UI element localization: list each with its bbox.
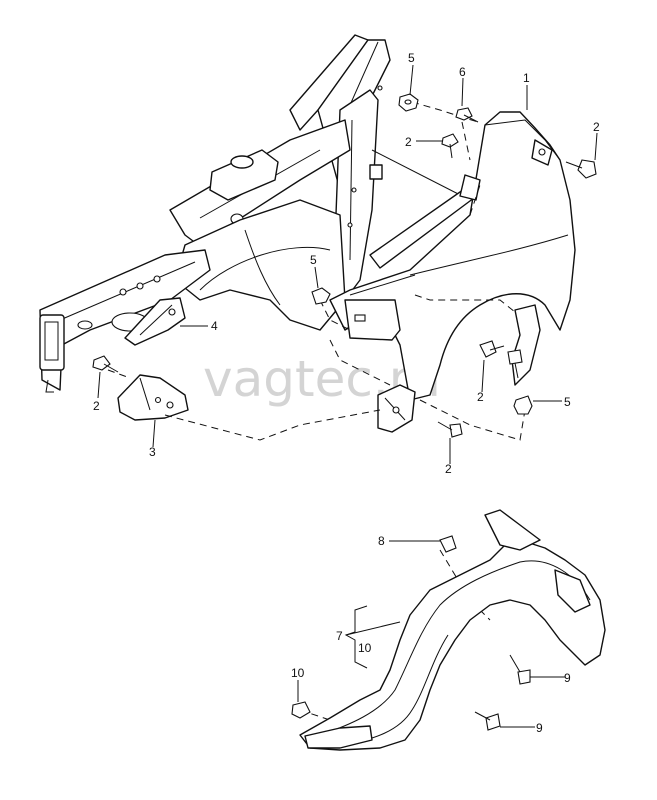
callout-5: 5: [310, 253, 317, 267]
callout-7: 7: [336, 629, 343, 643]
callout-3: 3: [149, 445, 156, 459]
callout-10: 10: [291, 666, 305, 680]
callout-2: 2: [445, 462, 452, 476]
wheel-housing-liner: [299, 509, 606, 751]
leader-lines: [97, 64, 598, 728]
callout-8: 8: [378, 534, 385, 548]
fasteners: [92, 93, 597, 731]
callout-4: 4: [211, 319, 218, 333]
callout-6: 6: [459, 65, 466, 79]
bracket-4: [124, 297, 186, 346]
callout-1: 1: [523, 71, 530, 85]
callouts: 1 2 2 2 2 2 3 4 5 5 5 6 7 8 9 9 10 10: [93, 51, 600, 735]
callout-2: 2: [405, 135, 412, 149]
body-structure: [39, 34, 479, 393]
callout-2: 2: [93, 399, 100, 413]
bracket-3: [117, 374, 189, 421]
callout-2: 2: [593, 120, 600, 134]
callout-10: 10: [358, 641, 372, 655]
callout-2: 2: [477, 390, 484, 404]
fender-1: [329, 111, 576, 433]
callout-9: 9: [536, 721, 543, 735]
callout-5: 5: [408, 51, 415, 65]
callout-9: 9: [564, 671, 571, 685]
callout-5: 5: [564, 395, 571, 409]
